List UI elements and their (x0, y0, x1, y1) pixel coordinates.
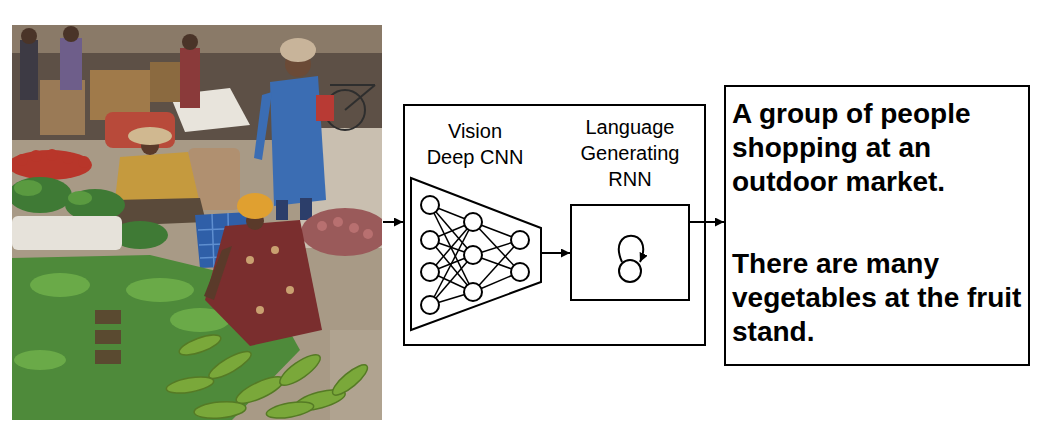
rnn-outline (571, 205, 689, 300)
input-arrow (383, 221, 403, 223)
cnn-block: Vision Deep CNN (410, 118, 540, 330)
caption-text: A group of people shopping at an outdoor… (732, 97, 1022, 199)
flow-arrow (540, 252, 570, 254)
model-frame (404, 105, 705, 345)
rnn-block: Language Generating RNN (570, 114, 690, 300)
recurrent-symbol (619, 236, 643, 282)
market-photo (12, 25, 382, 420)
caption-box: A group of people shopping at an outdoor… (724, 85, 1030, 366)
cnn-outline (411, 178, 541, 330)
block-heading: Language Generating RNN (570, 114, 690, 192)
network-symbol (421, 196, 529, 314)
rnn-shape (570, 114, 690, 300)
flow-arrow (690, 221, 724, 223)
caption-text: There are many vegetables at the fruit s… (732, 247, 1022, 349)
block-heading: Vision Deep CNN (424, 118, 526, 170)
